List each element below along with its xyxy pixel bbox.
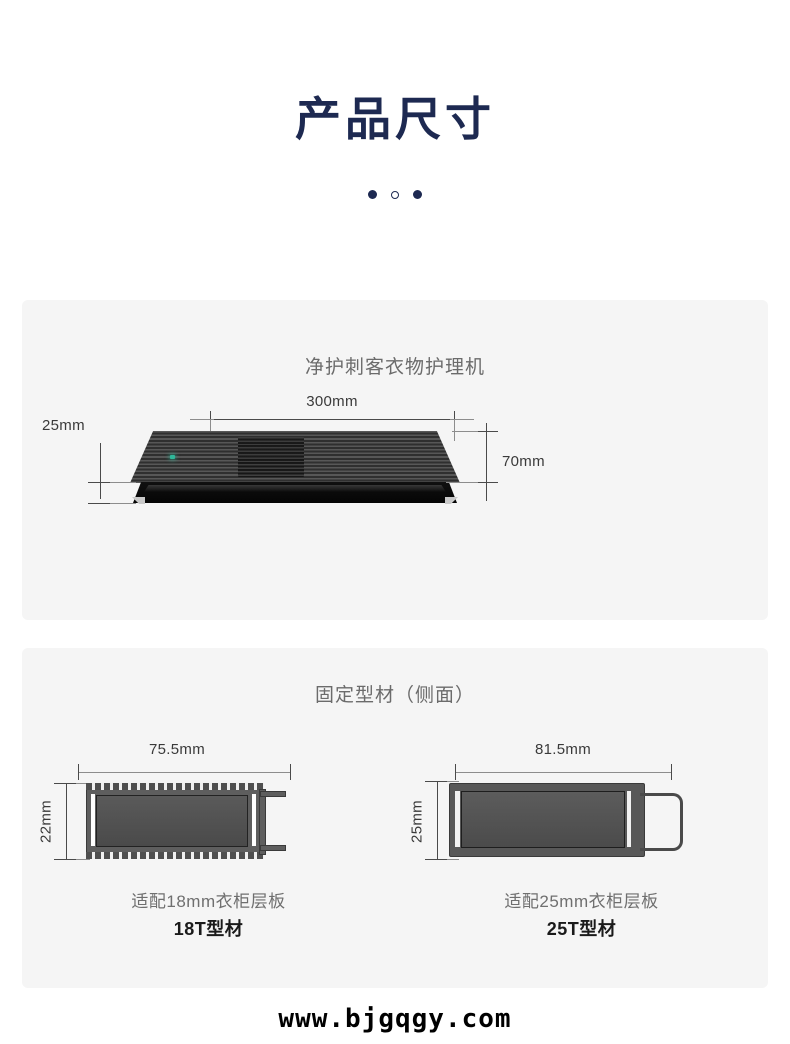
- dim-line-25t-height: [437, 781, 438, 859]
- dot-separator: [0, 190, 790, 199]
- dim-arrow-300-right: [450, 419, 474, 420]
- dim-tick-25-bottom: [88, 503, 112, 504]
- dim-ext-25t-height-top: [447, 781, 459, 782]
- dim-label-18t-height: 22mm: [37, 800, 55, 843]
- dim-line-25t-width: [455, 772, 671, 773]
- dim-label-18t-width: 75.5mm: [149, 741, 205, 758]
- appliance-base-highlight: [144, 485, 446, 492]
- profile-25t-illustration: [449, 783, 683, 857]
- profile-25t-diagram: 81.5mm 25mm: [395, 721, 768, 891]
- page-title: 产品尺寸: [295, 93, 495, 145]
- dim-line-300-horizontal: [210, 419, 454, 420]
- appliance-foot-left: [132, 497, 145, 504]
- dim-ext-25-bottom: [110, 503, 136, 504]
- profile-18t-flange-top: [260, 791, 286, 797]
- device-card-title: 净护刺客衣物护理机: [304, 357, 485, 378]
- separator-dot-2: [391, 190, 399, 199]
- profile-18t-flange-bottom: [260, 845, 286, 851]
- dim-tick-70-top: [474, 431, 498, 432]
- dim-arrow-300-left: [190, 419, 214, 420]
- dim-tick-18t-height-top: [54, 783, 78, 784]
- profile-18t-teeth-bottom: [86, 852, 264, 859]
- dim-tick-25-top: [88, 482, 112, 483]
- dim-ext-18t-height-top: [76, 783, 90, 784]
- separator-dot-3: [413, 190, 422, 199]
- dim-label-25t-width: 81.5mm: [535, 741, 591, 758]
- profile-18t: 75.5mm 22mm: [22, 721, 395, 967]
- profile-comparison: 75.5mm 22mm: [22, 721, 768, 967]
- profile-25t-slot-right: [627, 791, 631, 847]
- dim-label-width-300: 300mm: [306, 393, 358, 410]
- profile-18t-channel: [96, 795, 248, 847]
- dim-line-18t-height: [66, 783, 67, 859]
- profile-18t-slot-right: [252, 794, 256, 846]
- dim-ext-300-right: [454, 419, 455, 441]
- appliance-vent-grille: [238, 437, 304, 477]
- profile-18t-illustration: [86, 783, 286, 859]
- profile-18t-subtitle: 适配18mm衣柜层板: [131, 892, 286, 911]
- dim-tick-25t-width-right: [671, 764, 672, 780]
- profile-25t: 81.5mm 25mm: [395, 721, 768, 967]
- page-header: 产品尺寸: [0, 0, 790, 199]
- dim-line-18t-width: [78, 772, 290, 773]
- profile-dimensions-card: 固定型材（侧面） 75.5mm 22mm: [22, 648, 768, 988]
- profile-25t-channel: [461, 791, 625, 848]
- profile-18t-name: 18T型材: [173, 918, 244, 939]
- profile-18t-slot-left: [91, 794, 95, 846]
- dim-ext-18t-height-bottom: [76, 859, 90, 860]
- profile-18t-end-post: [259, 789, 266, 855]
- dim-line-70-vertical: [486, 423, 487, 501]
- profile-25t-hook-bracket: [640, 793, 683, 851]
- profile-card-title: 固定型材（侧面）: [314, 685, 475, 706]
- appliance-led-indicator: [170, 455, 175, 459]
- dim-label-25t-height: 25mm: [408, 800, 426, 843]
- dim-line-25-vertical: [100, 443, 101, 499]
- dim-ext-25t-height-bottom: [447, 859, 459, 860]
- dim-ext-300-left: [210, 419, 211, 441]
- dim-tick-25t-height-top: [425, 781, 449, 782]
- dim-tick-18t-width-left: [78, 764, 79, 780]
- profile-18t-diagram: 75.5mm 22mm: [22, 721, 395, 891]
- profile-18t-teeth-top: [86, 783, 264, 790]
- device-diagram: 300mm 25mm 70mm: [22, 389, 768, 579]
- dim-label-base-25: 25mm: [42, 417, 85, 434]
- appliance-illustration: [130, 431, 460, 504]
- dim-ext-70-bottom: [446, 482, 478, 483]
- device-dimensions-card: 净护刺客衣物护理机 300mm 25mm 70mm: [22, 300, 768, 620]
- dim-tick-25t-width-left: [455, 764, 456, 780]
- profile-18t-caption: 适配18mm衣柜层板 18T型材: [22, 889, 395, 943]
- profile-25t-caption: 适配25mm衣柜层板 25T型材: [395, 889, 768, 943]
- profile-25t-subtitle: 适配25mm衣柜层板: [504, 892, 659, 911]
- dim-tick-70-bottom: [474, 482, 498, 483]
- dim-tick-25t-height-bottom: [425, 859, 449, 860]
- profile-25t-slot-left: [455, 791, 460, 847]
- separator-dot-1: [368, 190, 377, 199]
- profile-25t-name: 25T型材: [546, 918, 617, 939]
- site-watermark: www.bjgqgy.com: [278, 1004, 512, 1034]
- dim-ext-70-top: [452, 431, 478, 432]
- appliance-foot-right: [445, 497, 458, 504]
- dim-tick-18t-height-bottom: [54, 859, 78, 860]
- dim-tick-18t-width-right: [290, 764, 291, 780]
- dim-label-height-70: 70mm: [502, 453, 545, 470]
- dim-ext-25-top: [110, 482, 136, 483]
